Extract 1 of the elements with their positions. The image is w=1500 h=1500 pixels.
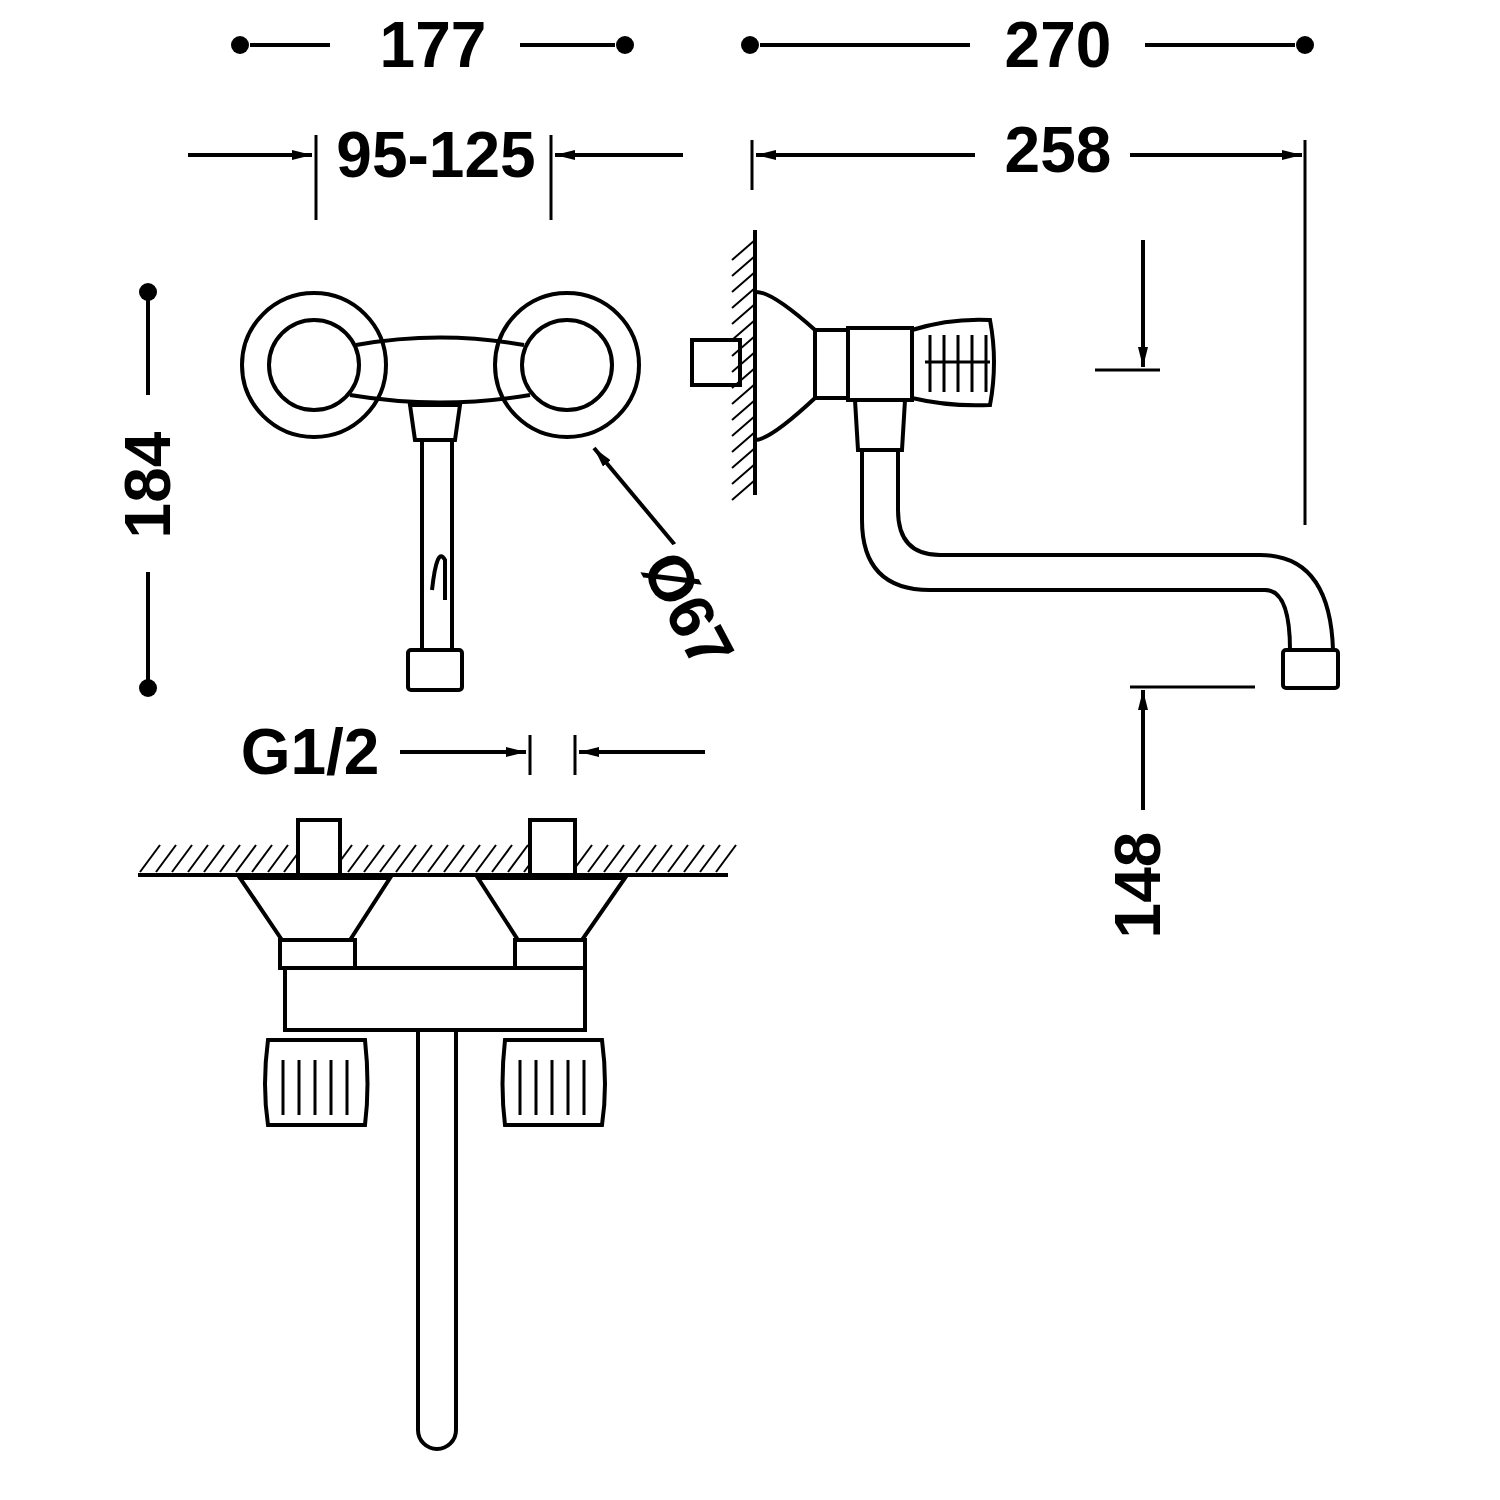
dimension-label: G1/2 bbox=[239, 720, 381, 784]
